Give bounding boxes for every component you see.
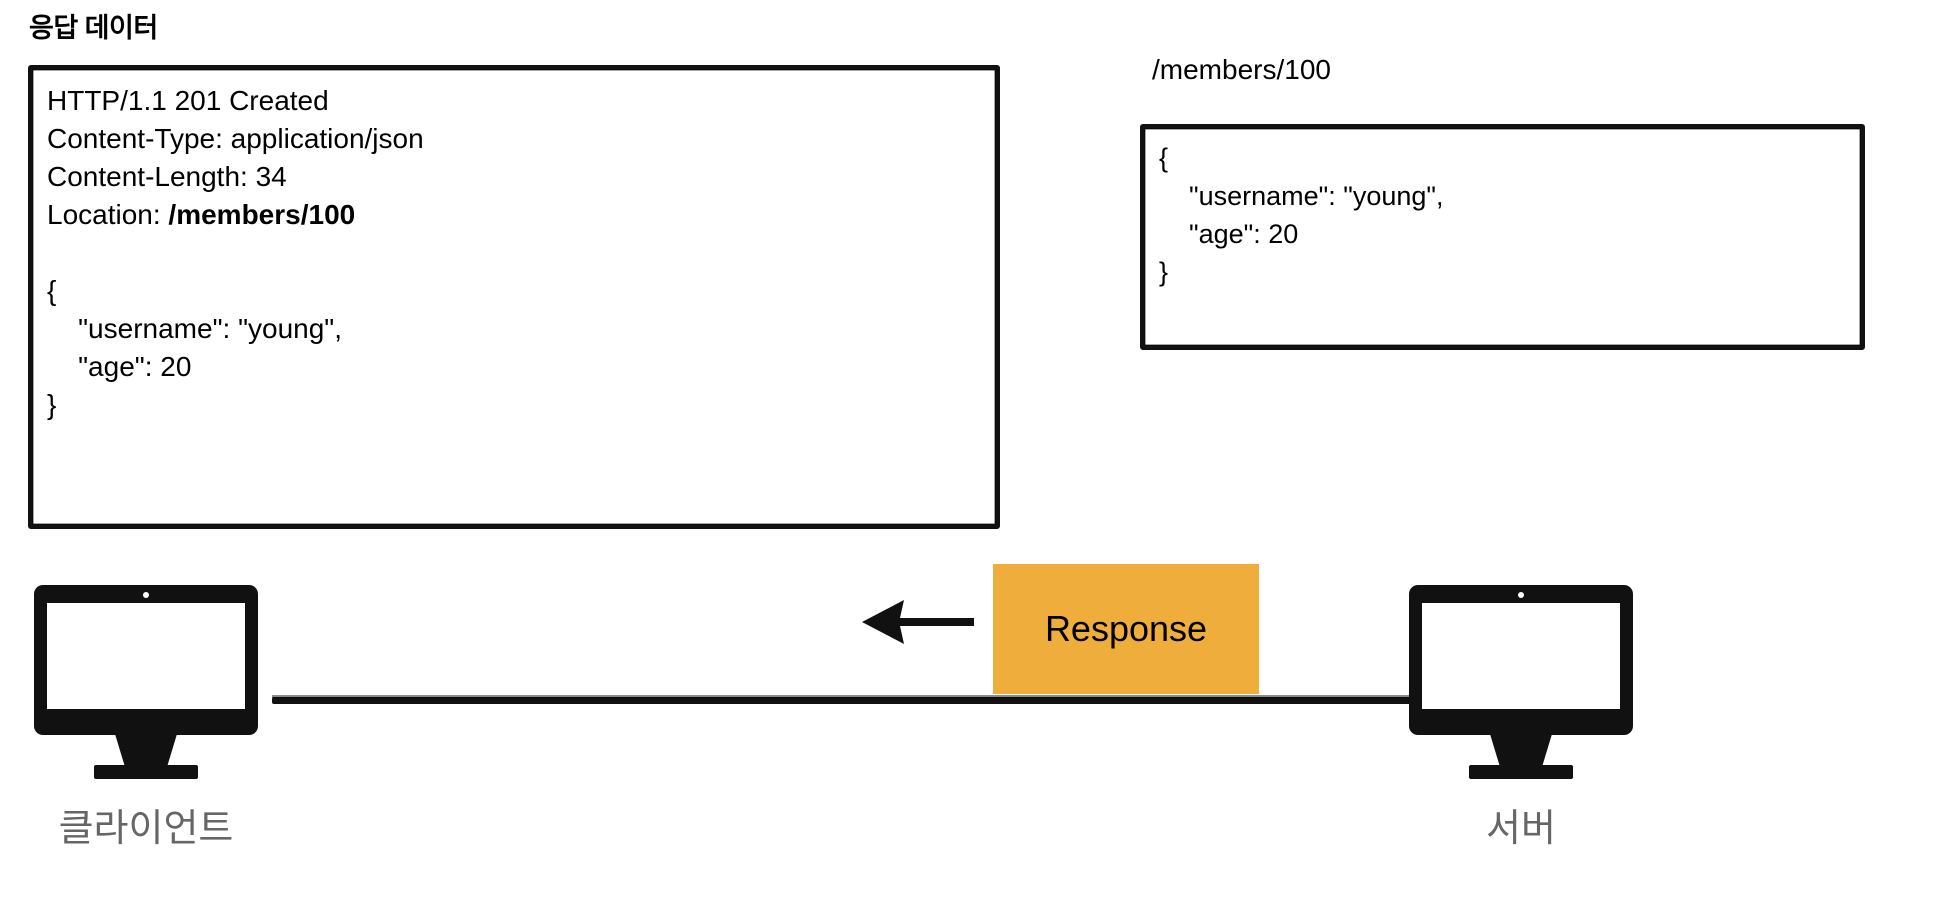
http-response-box: HTTP/1.1 201 Created Content-Type: appli… bbox=[28, 65, 1000, 529]
client-node: 클라이언트 bbox=[20, 585, 272, 850]
resource-body-age: "age": 20 bbox=[1159, 219, 1299, 249]
monitor-stand-base bbox=[1469, 765, 1573, 779]
desktop-monitor-icon bbox=[1395, 585, 1647, 779]
server-node: 서버 bbox=[1395, 585, 1647, 850]
monitor-stand-neck bbox=[115, 734, 177, 767]
response-body-close-brace: } bbox=[47, 389, 57, 420]
response-body-username: "username": "young", bbox=[47, 313, 343, 344]
response-body-open-brace: { bbox=[47, 275, 57, 306]
response-header-location-name: Location: bbox=[47, 199, 169, 230]
monitor-bezel bbox=[1409, 585, 1633, 735]
monitor-screen bbox=[1422, 603, 1620, 709]
resource-body-close-brace: } bbox=[1159, 257, 1169, 287]
created-resource-text: { "username": "young", "age": 20 } bbox=[1159, 139, 1443, 291]
response-header-content-length: Content-Length: 34 bbox=[47, 161, 287, 192]
page-title: 응답 데이터 bbox=[29, 13, 158, 43]
resource-uri-label: /members/100 bbox=[1152, 54, 1331, 85]
created-resource-box: { "username": "young", "age": 20 } bbox=[1140, 124, 1865, 350]
server-label: 서버 bbox=[1486, 808, 1556, 850]
client-server-connection-line bbox=[272, 695, 1424, 704]
client-label: 클라이언트 bbox=[58, 808, 234, 850]
resource-body-open-brace: { bbox=[1159, 143, 1169, 173]
monitor-screen bbox=[47, 603, 245, 709]
response-body-age: "age": 20 bbox=[47, 351, 192, 382]
response-badge: Response bbox=[993, 564, 1259, 694]
webcam-dot-icon bbox=[1518, 592, 1524, 598]
response-header-location-value: /members/100 bbox=[168, 199, 356, 230]
http-response-text: HTTP/1.1 201 Created Content-Type: appli… bbox=[47, 82, 424, 424]
webcam-dot-icon bbox=[143, 592, 149, 598]
monitor-bezel bbox=[34, 585, 258, 735]
response-header-content-type: Content-Type: application/json bbox=[47, 123, 424, 154]
desktop-monitor-icon bbox=[20, 585, 272, 779]
response-status-line: HTTP/1.1 201 Created bbox=[47, 85, 329, 116]
response-badge-label: Response bbox=[1044, 608, 1208, 649]
monitor-stand-neck bbox=[1490, 734, 1552, 767]
resource-body-username: "username": "young", bbox=[1159, 181, 1444, 211]
monitor-stand-base bbox=[94, 765, 198, 779]
arrow-left-icon bbox=[858, 596, 978, 648]
